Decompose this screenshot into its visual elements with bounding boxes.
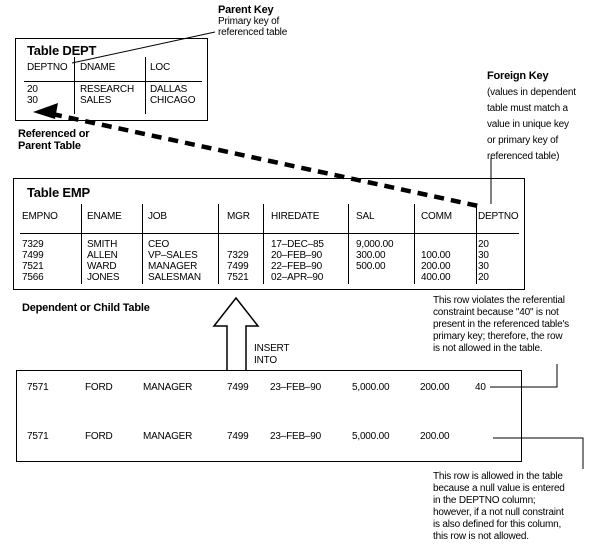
emp-cell: 400.00 [421, 272, 451, 283]
parent-key-title: Parent Key [218, 4, 274, 16]
emp-column-divider [348, 204, 349, 284]
dept-header-loc: LOC [150, 62, 170, 73]
emp-cell: 30 [478, 250, 489, 261]
emp-cell: 22–FEB–90 [271, 261, 323, 272]
emp-cell: VP–SALES [148, 250, 198, 261]
insert-cell: 7571 [27, 431, 49, 442]
emp-cell: 7566 [22, 272, 44, 283]
insert-cell: 40 [475, 382, 486, 393]
dept-table-title: Table DEPT [27, 43, 97, 58]
dept-header-underline [24, 81, 202, 82]
insert-cell: 7499 [227, 431, 249, 442]
insert-cell: FORD [85, 382, 113, 393]
insert-cell: 23–FEB–90 [270, 431, 322, 442]
emp-column-divider [81, 204, 82, 284]
emp-header-hiredate: HIREDATE [271, 211, 320, 222]
emp-cell: 200.00 [421, 261, 451, 272]
emp-header-comm: COMM [421, 211, 452, 222]
dept-header-deptno: DEPTNO [27, 62, 68, 73]
emp-cell: 300.00 [356, 250, 386, 261]
emp-cell: SMITH [87, 239, 118, 250]
insert-cell: FORD [85, 431, 113, 442]
dept-cell: CHICAGO [150, 95, 196, 106]
emp-header-job: JOB [148, 211, 167, 222]
emp-column-divider [263, 204, 264, 284]
emp-cell: JONES [87, 272, 120, 283]
insert-up-arrow-icon [212, 296, 260, 370]
insert-cell: 7571 [27, 382, 49, 393]
emp-cell: 7499 [227, 261, 249, 272]
dept-cell: DALLAS [150, 84, 188, 95]
insert-cell: MANAGER [143, 431, 193, 442]
insert-rows-box [16, 370, 522, 462]
insert-cell: MANAGER [143, 382, 193, 393]
emp-cell: WARD [87, 261, 117, 272]
dept-cell: 30 [27, 95, 38, 106]
emp-cell: 20 [478, 272, 489, 283]
emp-cell: 500.00 [356, 261, 386, 272]
emp-cell: 17–DEC–85 [271, 239, 324, 250]
emp-cell: 20 [478, 239, 489, 250]
emp-header-empno: EMPNO [22, 211, 58, 222]
insert-cell: 7499 [227, 382, 249, 393]
foreign-key-title: Foreign Key [487, 70, 549, 82]
emp-cell: SALESMAN [148, 272, 201, 283]
insert-cell: 5,000.00 [352, 382, 390, 393]
dept-cell: SALES [80, 95, 112, 106]
violates-note: This row violates the referential constr… [433, 295, 569, 354]
referenced-parent-table-label: Referenced or Parent Table [18, 128, 90, 152]
emp-column-divider [218, 204, 219, 284]
insert-cell: 200.00 [420, 431, 450, 442]
emp-column-divider [476, 204, 477, 284]
dept-cell: RESEARCH [80, 84, 134, 95]
emp-header-sal: SAL [356, 211, 375, 222]
emp-cell: 02–APR–90 [271, 272, 324, 283]
emp-header-ename: ENAME [87, 211, 122, 222]
emp-cell: CEO [148, 239, 170, 250]
dependent-child-table-label: Dependent or Child Table [22, 302, 150, 314]
dept-header-dname: DNAME [80, 62, 116, 73]
emp-cell: 7521 [22, 261, 44, 272]
insert-cell: 200.00 [420, 382, 450, 393]
emp-header-deptno: DEPTNO [478, 211, 519, 222]
emp-header-mgr: MGR [227, 211, 250, 222]
dept-column-divider [74, 57, 75, 114]
emp-cell: MANAGER [148, 261, 198, 272]
emp-cell: 7329 [22, 239, 44, 250]
emp-cell: 7521 [227, 272, 249, 283]
emp-header-underline [20, 233, 519, 234]
insert-cell: 5,000.00 [352, 431, 390, 442]
insert-cell: 23–FEB–90 [270, 382, 322, 393]
emp-cell: 20–FEB–90 [271, 250, 323, 261]
emp-cell: ALLEN [87, 250, 118, 261]
emp-cell: 7499 [22, 250, 44, 261]
dept-column-divider [145, 57, 146, 114]
emp-cell: 9,000.00 [356, 239, 394, 250]
allowed-note: This row is allowed in the table because… [433, 471, 565, 542]
emp-cell: 30 [478, 261, 489, 272]
emp-cell: 7329 [227, 250, 249, 261]
emp-column-divider [414, 204, 415, 284]
dept-cell: 20 [27, 84, 38, 95]
emp-table-title: Table EMP [27, 185, 90, 200]
parent-key-description: Primary key of referenced table [218, 16, 288, 38]
foreign-key-description: (values in dependent table must match a … [487, 87, 576, 162]
emp-cell: 100.00 [421, 250, 451, 261]
insert-into-label: INSERT INTO [254, 343, 290, 366]
emp-column-divider [142, 204, 143, 284]
